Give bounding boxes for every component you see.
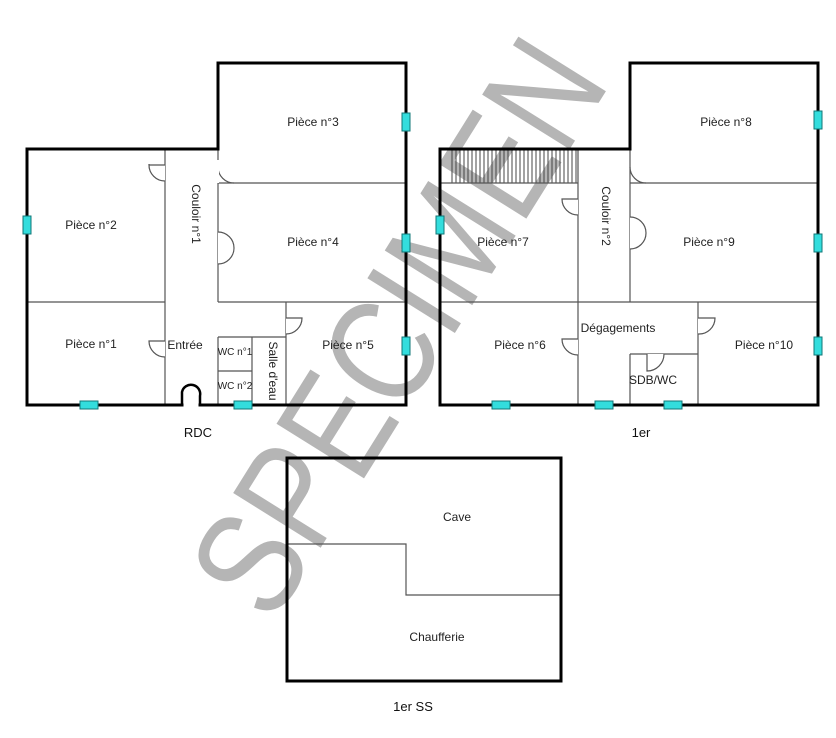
room-label: SDB/WC	[629, 373, 677, 387]
window-icon	[594, 400, 614, 410]
room-label: Cave	[443, 510, 471, 524]
room-label: Couloir n°2	[599, 186, 613, 246]
basement-outer-wall	[285, 456, 563, 683]
window-icon	[233, 400, 253, 410]
room-label: Dégagements	[581, 321, 656, 335]
room-label: Pièce n°1	[65, 337, 117, 351]
room-label: Pièce n°3	[287, 115, 339, 129]
floor-caption: 1er	[632, 425, 651, 440]
floor-basement: Cave Chaufferie 1er SS	[285, 456, 563, 714]
room-label: Pièce n°6	[494, 338, 546, 352]
floor-caption: 1er SS	[393, 699, 433, 714]
room-label: Pièce n°5	[322, 338, 374, 352]
window-icon	[813, 110, 823, 130]
room-label: WC n°1	[218, 347, 253, 358]
rdc-partitions	[27, 149, 406, 405]
floor-first: Pièce n°6 Pièce n°7 Pièce n°8 Pièce n°9 …	[435, 61, 823, 440]
window-icon	[79, 400, 99, 410]
window-icon	[813, 233, 823, 253]
room-label: Pièce n°2	[65, 218, 117, 232]
room-label: Salle d'eau	[266, 341, 280, 400]
window-icon	[401, 112, 411, 132]
window-icon	[663, 400, 683, 410]
rdc-doors	[148, 160, 303, 358]
floor-caption: RDC	[184, 425, 212, 440]
room-label: Pièce n°8	[700, 115, 752, 129]
specimen-watermark: SPECIMEN	[157, 11, 639, 643]
room-label: Pièce n°4	[287, 235, 339, 249]
window-icon	[813, 336, 823, 356]
staircase	[451, 149, 577, 183]
window-icon	[22, 215, 32, 235]
room-label: Pièce n°7	[477, 235, 529, 249]
room-label: Pièce n°10	[735, 338, 793, 352]
floor-rdc: Pièce n°1 Pièce n°2 Pièce n°3 Pièce n°4 …	[22, 61, 411, 440]
window-icon	[401, 233, 411, 253]
entrance-door-icon	[180, 383, 202, 405]
room-label: Couloir n°1	[189, 184, 203, 244]
window-icon	[435, 215, 445, 235]
room-label: Entrée	[167, 338, 203, 352]
basement-partitions	[287, 543, 561, 596]
room-label: Chaufferie	[409, 630, 464, 644]
first-outer-wall	[438, 61, 820, 407]
window-icon	[401, 336, 411, 356]
first-doors	[561, 166, 716, 372]
room-label: Pièce n°9	[683, 235, 735, 249]
room-label: WC n°2	[218, 381, 253, 392]
window-icon	[491, 400, 511, 410]
